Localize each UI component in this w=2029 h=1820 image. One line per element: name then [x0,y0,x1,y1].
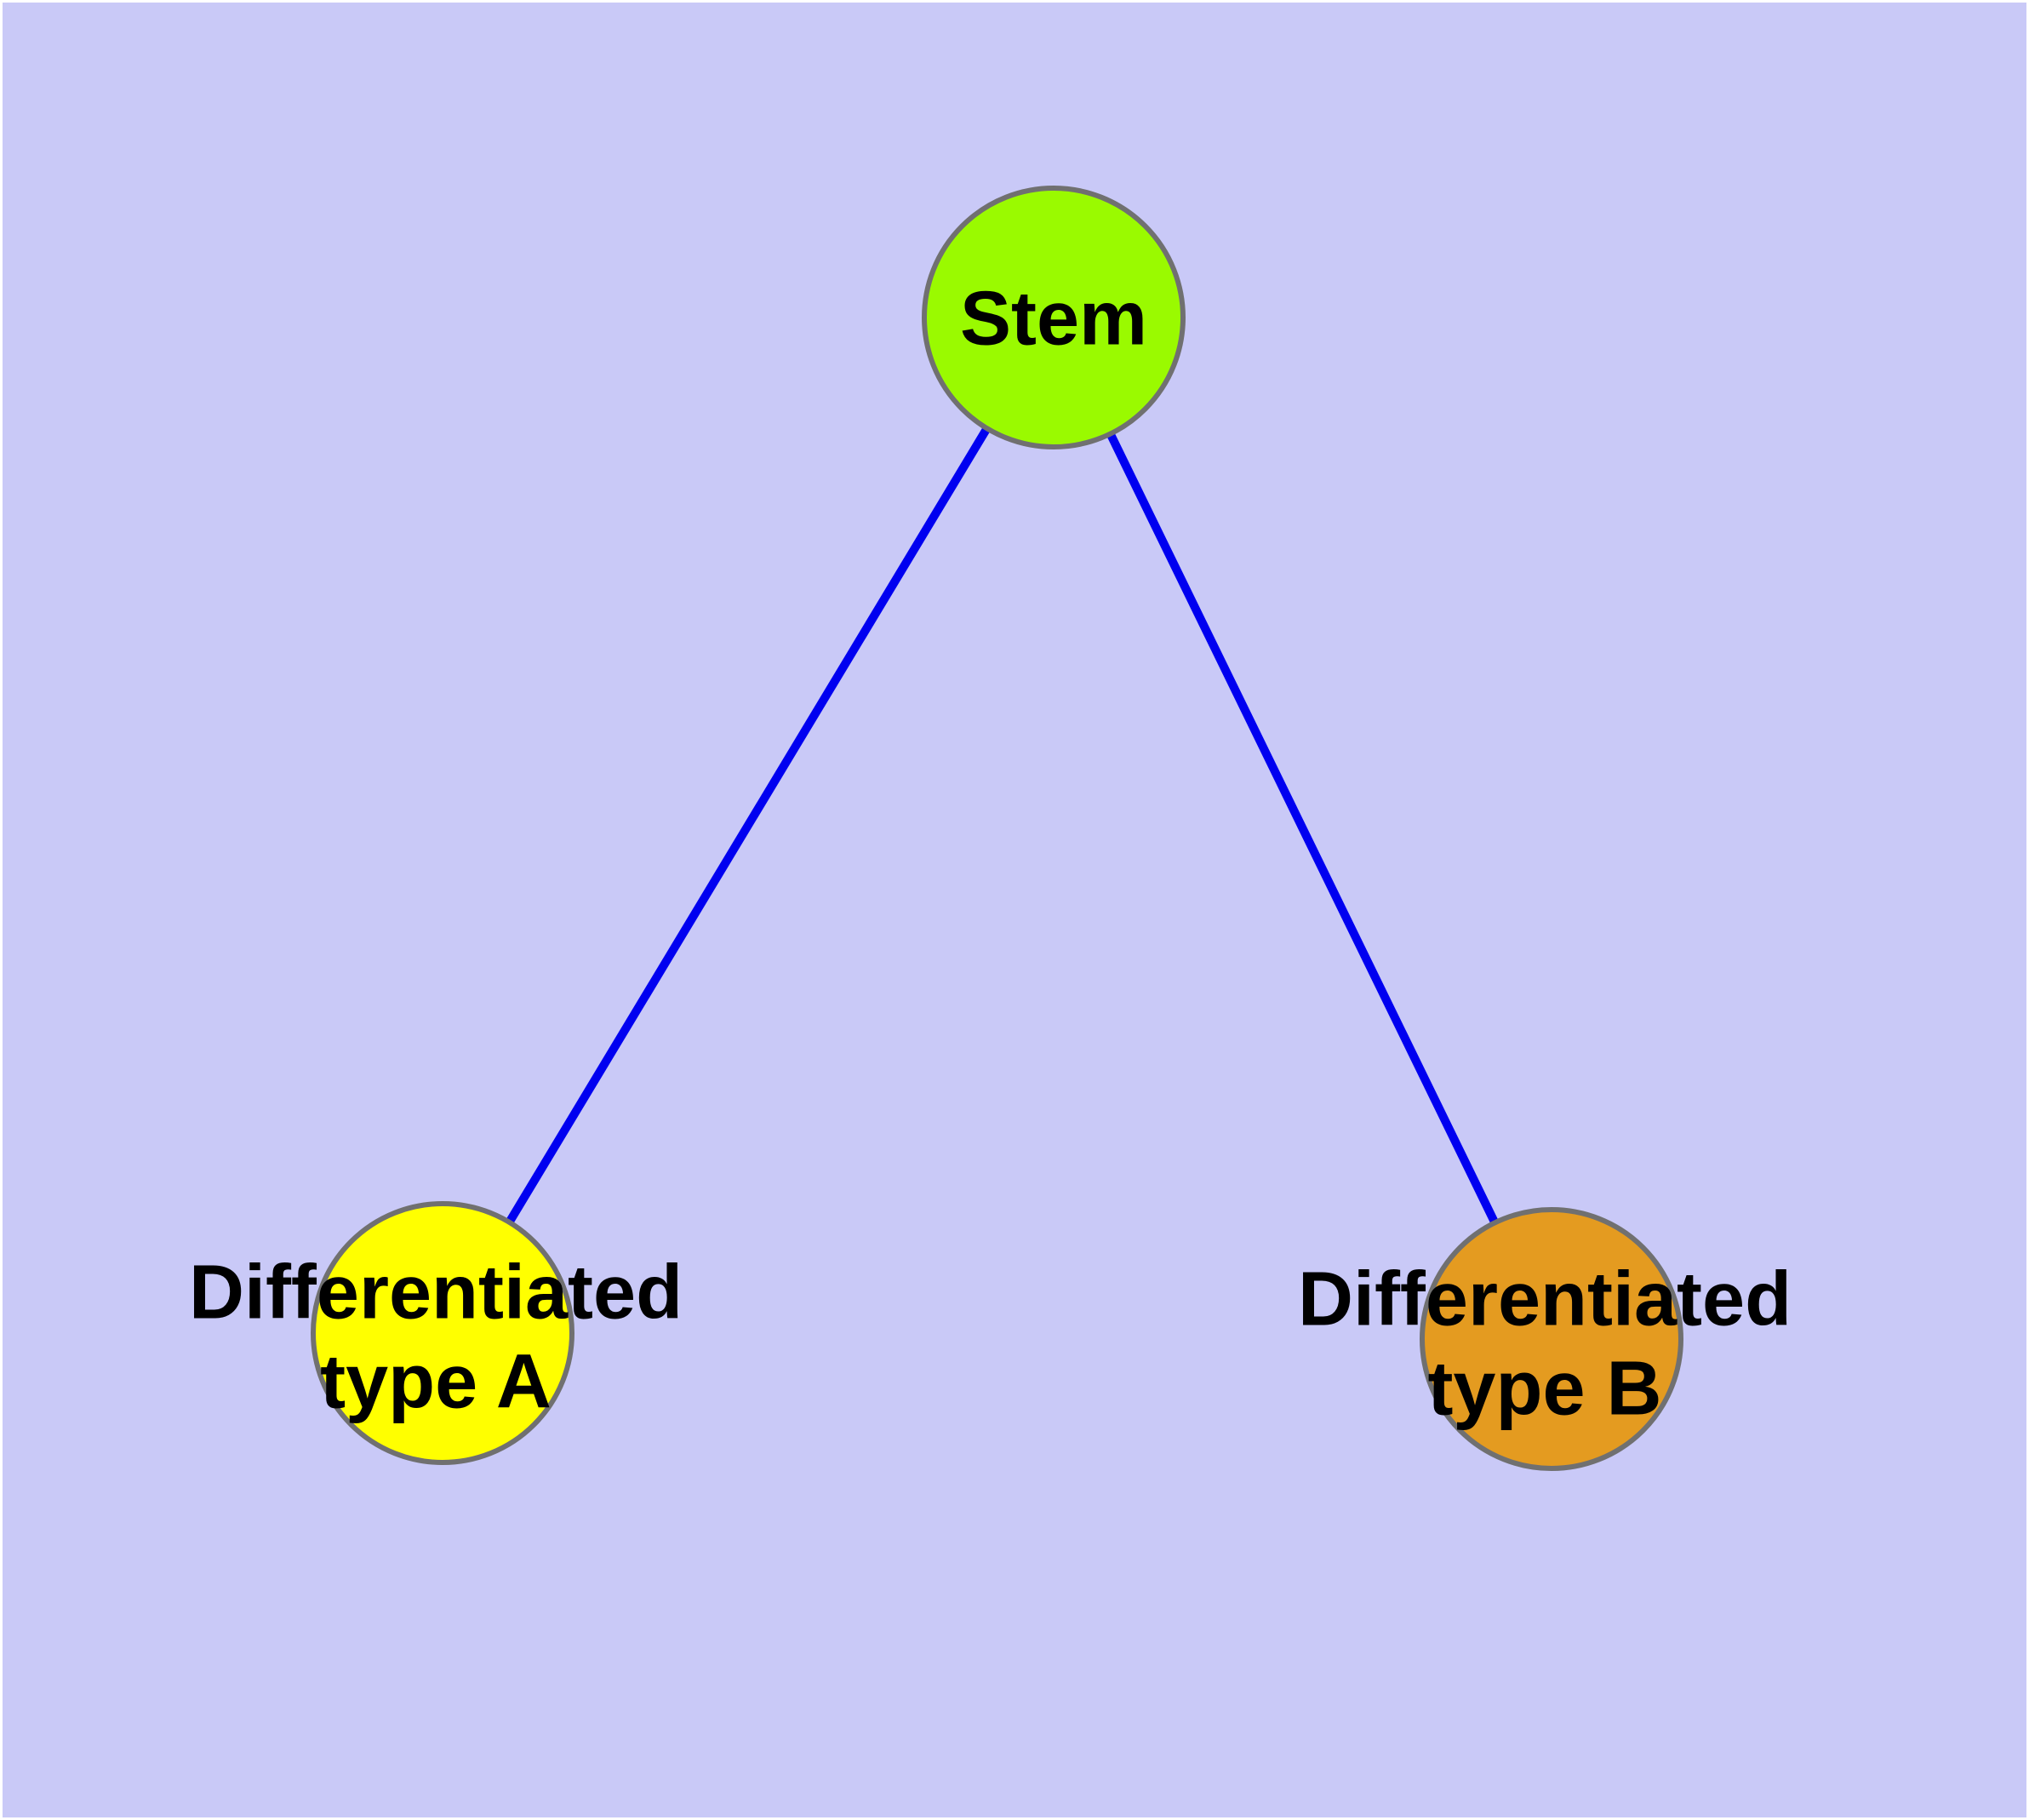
node-stem-label-text: Stem [959,276,1148,362]
node-type-a-label: Differentiated type A [189,1249,683,1428]
node-type-a-label-line1: Differentiated [188,1250,683,1336]
node-type-b-label: Differentiated type B [1298,1256,1792,1435]
node-type-b-label-line2: type B [1427,1347,1662,1432]
edge-stem-to-type-a [438,315,1058,1336]
node-stem-label: Stem [960,274,1147,363]
node-stem-circle [922,186,1186,449]
node-type-b-circle [1420,1207,1683,1471]
node-type-a-label-line2: type A [320,1340,552,1425]
node-type-b-label-line1: Differentiated [1297,1256,1792,1342]
node-type-a-circle [311,1201,574,1465]
edge-stem-to-type-b [1049,315,1556,1342]
